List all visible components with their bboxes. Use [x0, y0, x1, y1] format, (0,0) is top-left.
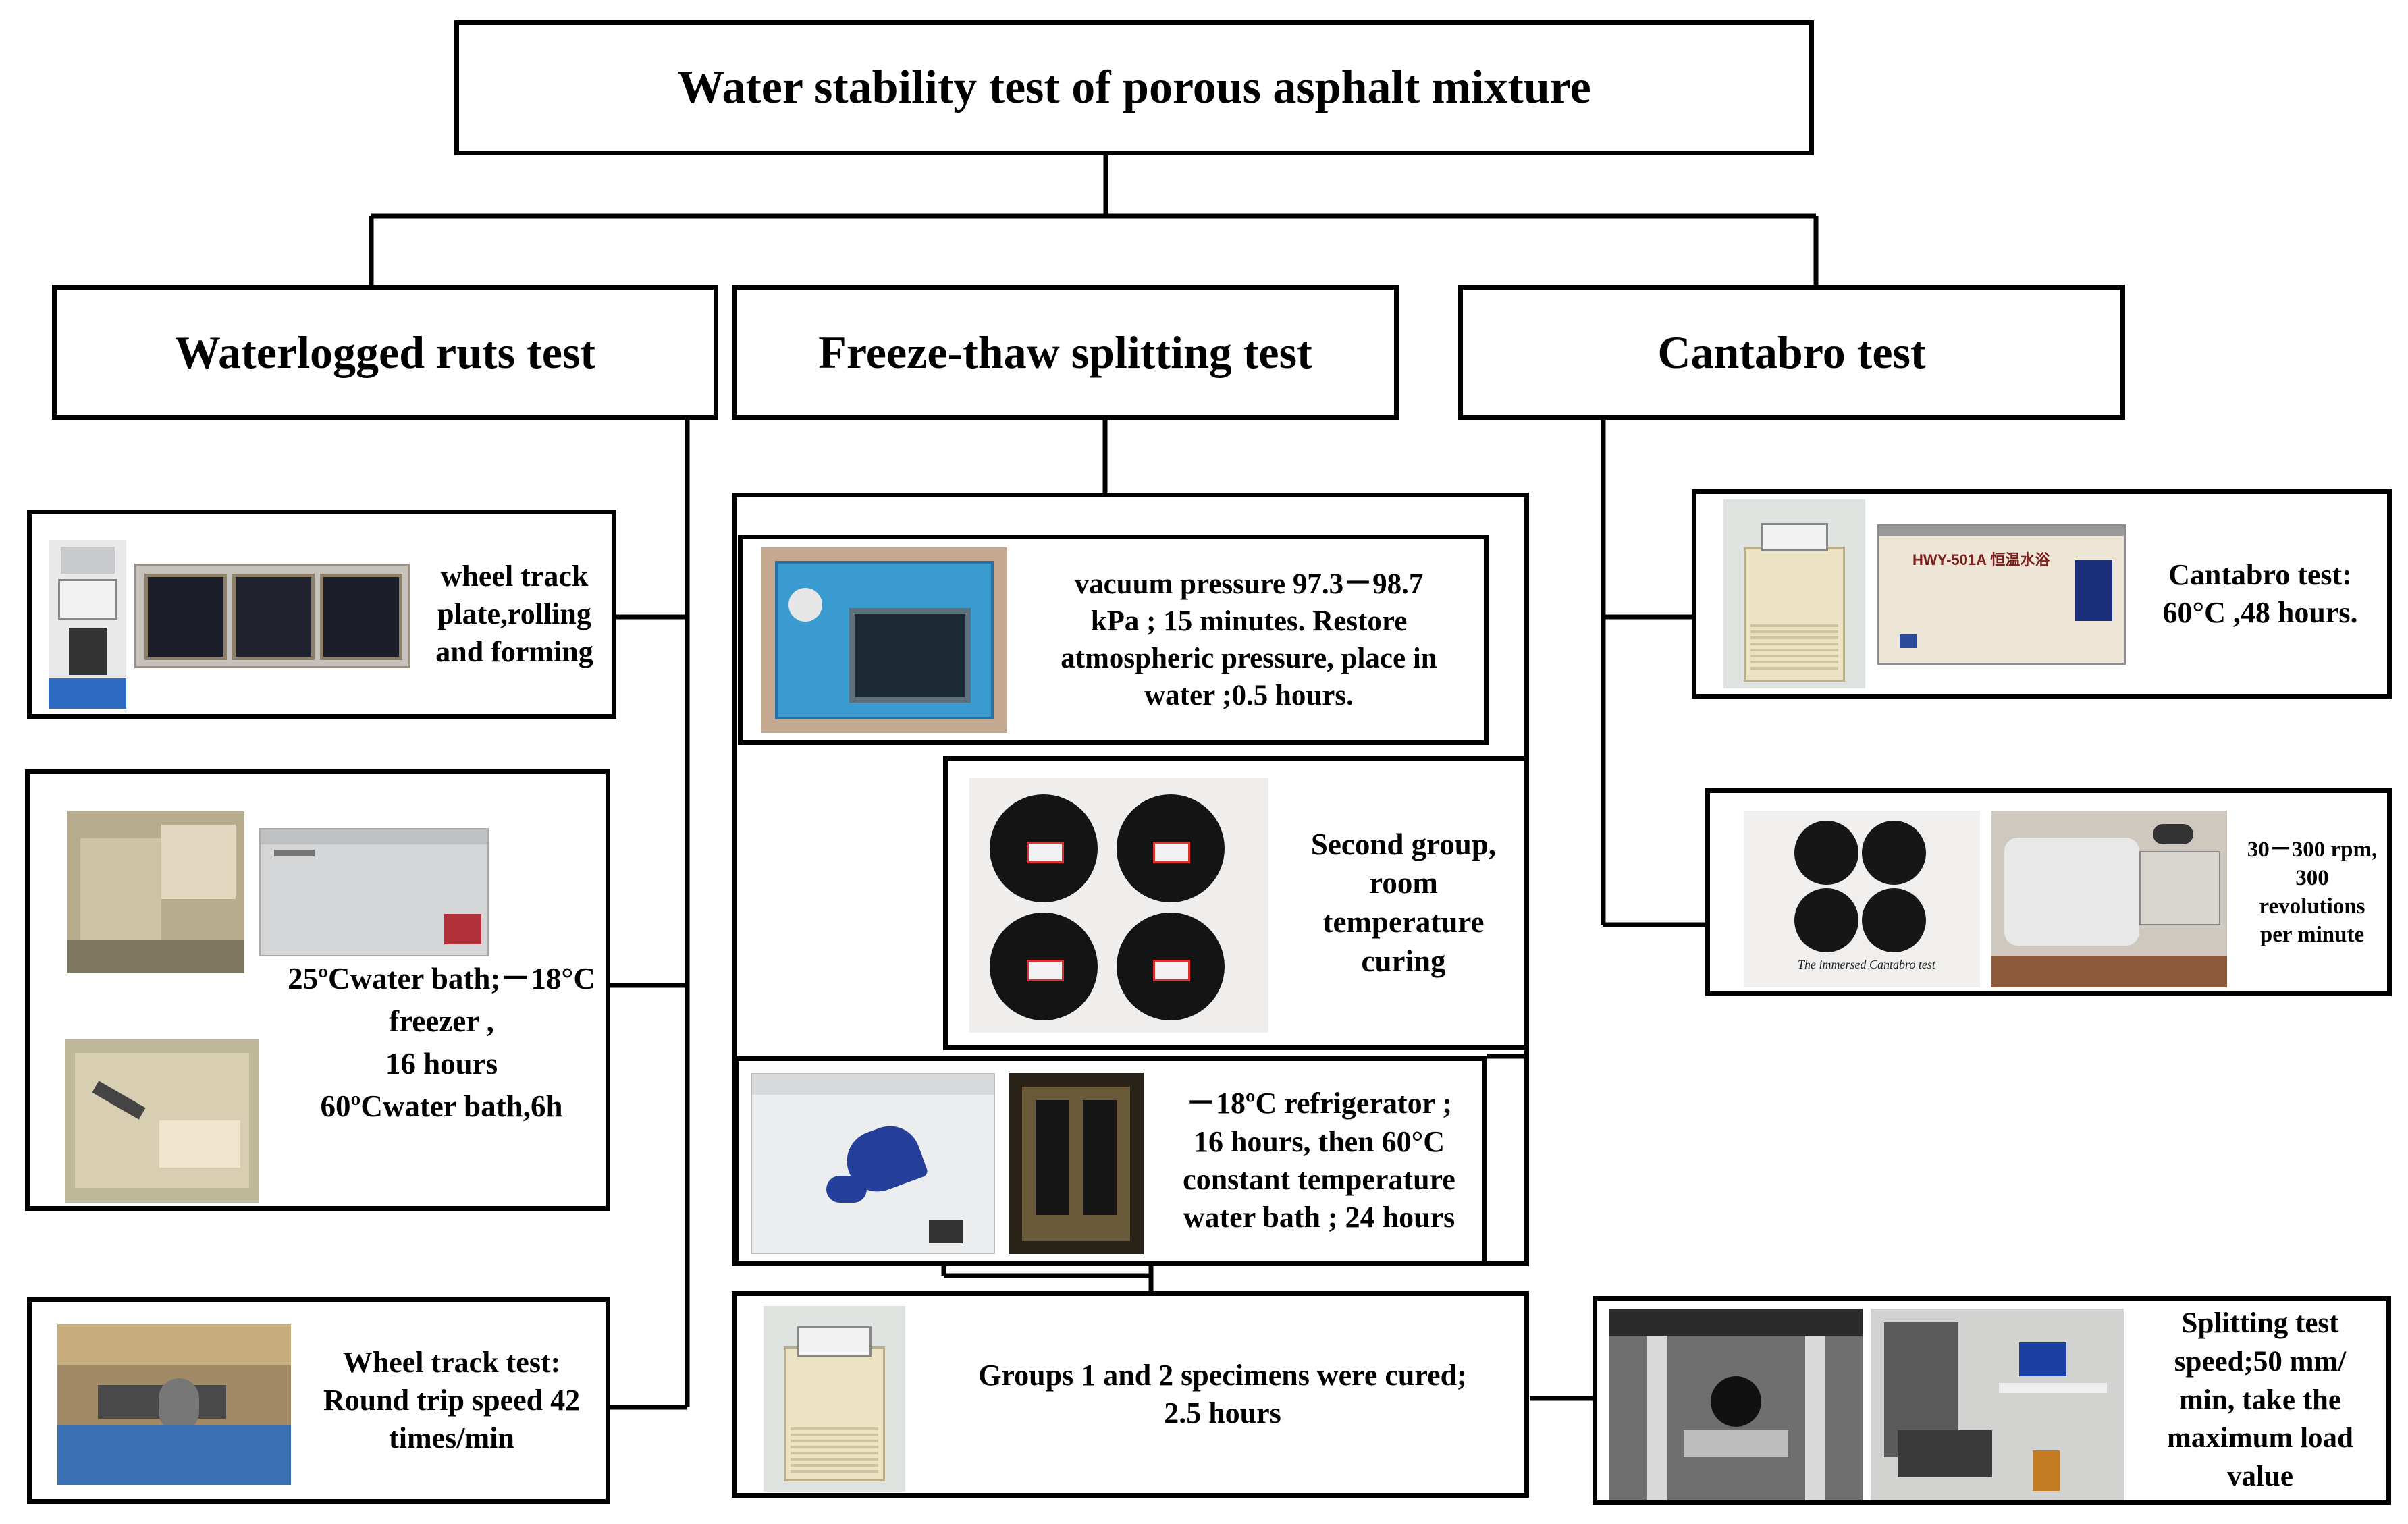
- second-group-box: Second group, room temperature curing: [943, 756, 1529, 1050]
- refrigerator-text: －18ºC refrigerator ; 16 hours, then 60°C…: [1183, 1087, 1455, 1234]
- wheel-test-text: Wheel track test: Round trip speed 42 ti…: [323, 1345, 581, 1455]
- rut-compactor-photo: [49, 540, 126, 709]
- chest-freezer-photo: [259, 828, 489, 956]
- thermostatic-bath-label: HWY-501A 恒温水浴: [1912, 551, 2050, 568]
- diagram-title-box: Water stability test of porous asphalt m…: [454, 20, 1814, 155]
- wheel-test-box: Wheel track test: Round trip speed 42 ti…: [27, 1297, 610, 1504]
- testing-lab-photo: [1871, 1309, 2124, 1500]
- specimen-photo: [969, 778, 1268, 1033]
- second-group-text: Second group, room temperature curing: [1310, 827, 1497, 978]
- cantabro-cond-text: Cantabro test: 60°C ,48 hours.: [2162, 557, 2358, 629]
- vacuum-text: vacuum pressure 97.3－98.7 kPa ; 15 minut…: [1061, 568, 1437, 712]
- incubator-photo-2: [1723, 499, 1865, 688]
- cantabro-label: Cantabro test: [1657, 326, 1926, 378]
- cantabro-specimen-photo: [1744, 811, 1980, 987]
- thermostatic-bath-photo: [1877, 524, 2126, 665]
- slab-photo: [134, 564, 410, 668]
- wheel-track-machine-photo: [57, 1324, 291, 1485]
- conditioning-text: 25ºCwater bath;－18°C freezer , 16 hours …: [288, 962, 595, 1123]
- freeze-thaw-header: Freeze-thaw splitting test: [732, 285, 1399, 420]
- diagram-title: Water stability test of porous asphalt m…: [677, 61, 1591, 113]
- drum-text: 30－300 rpm, 300 revolutions per minute: [2247, 837, 2378, 948]
- water-tank-photo: [67, 811, 244, 973]
- conditioning-box: 25ºCwater bath;－18°C freezer , 16 hours …: [25, 769, 610, 1211]
- waterlogged-ruts-label: Waterlogged ruts test: [174, 326, 596, 378]
- waterlogged-ruts-header: Waterlogged ruts test: [52, 285, 718, 420]
- dolphin-freezer-photo: [751, 1073, 995, 1254]
- vacuum-oven-photo: [761, 547, 1007, 733]
- forming-box: wheel track plate,rolling and forming: [27, 510, 616, 719]
- freezer-interior-photo: [1009, 1073, 1144, 1254]
- freeze-thaw-label: Freeze-thaw splitting test: [818, 326, 1312, 378]
- testing-machine-photo: [1609, 1309, 1863, 1500]
- cantabro-cond-box: HWY-501A 恒温水浴 Cantabro test: 60°C ,48 ho…: [1692, 489, 2392, 699]
- cured-text: Groups 1 and 2 specimens were cured; 2.5…: [978, 1358, 1467, 1430]
- drum-box: The immersed Cantabro test 30－300 rpm, 3…: [1705, 788, 2392, 996]
- splitting-box: Splitting test speed;50 mm/ min, take th…: [1593, 1296, 2391, 1505]
- cantabro-specimen-note: The immersed Cantabro test: [1798, 958, 1935, 971]
- vacuum-box: vacuum pressure 97.3－98.7 kPa ; 15 minut…: [738, 535, 1489, 745]
- cured-box: Groups 1 and 2 specimens were cured; 2.5…: [732, 1291, 1529, 1498]
- cantabro-drum-photo: [1991, 811, 2227, 987]
- refrigerator-box: －18ºC refrigerator ; 16 hours, then 60°C…: [734, 1056, 1487, 1266]
- water-tank-photo-2: [65, 1039, 259, 1203]
- incubator-photo: [764, 1306, 905, 1492]
- forming-text: wheel track plate,rolling and forming: [435, 559, 593, 669]
- splitting-text: Splitting test speed;50 mm/ min, take th…: [2167, 1307, 2353, 1493]
- cantabro-header: Cantabro test: [1458, 285, 2125, 420]
